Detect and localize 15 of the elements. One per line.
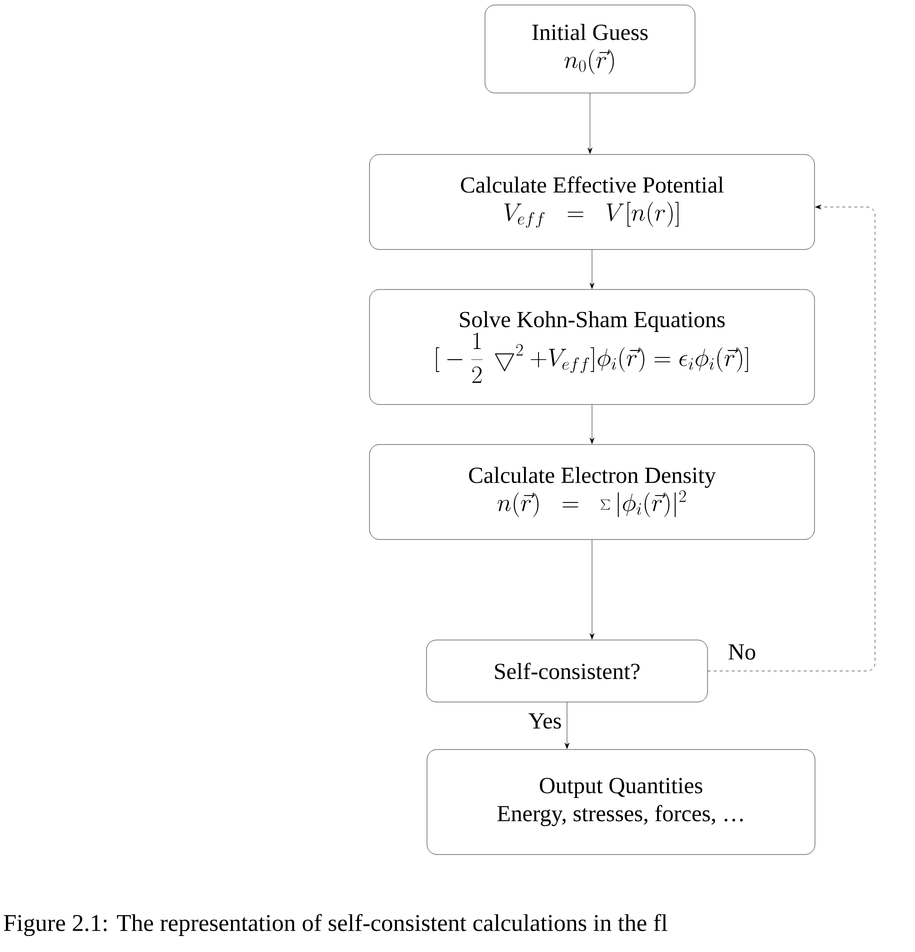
arrow bbox=[564, 702, 570, 749]
process-box: Calculate Effective Potential $V_{eff} \;\; = \;\; V[n(r)]$ bbox=[369, 154, 815, 250]
process-box: Self-consistent? bbox=[426, 640, 708, 702]
caption: Figure 2.1: The representation of self-consistent calculations in the fl bbox=[4, 914, 668, 936]
arrow bbox=[708, 204, 876, 672]
process-box: Calculate Electron Density $n(\vec{r}) \;\; = \;\; \sum|\phi_i(\vec{r})|^2$ bbox=[369, 444, 815, 540]
edge-label: Yes bbox=[527, 712, 563, 730]
arrow bbox=[588, 93, 592, 154]
process-box: Output Quantities Energy, stresses, forces, … bbox=[426, 749, 816, 855]
arrow bbox=[590, 540, 594, 640]
arrow bbox=[590, 250, 594, 289]
edge-label: No bbox=[726, 643, 758, 661]
arrow bbox=[590, 404, 594, 444]
process-box: Solve Kohn-Sham Equations $\Big[-\frac{1}{2}\,\bigtriangledown^2 + V_{eff}\Big]\phi_i(\vec{r}) = \epsilon_i\phi_i(\vec{r})\Big]$ bbox=[369, 289, 815, 405]
process-box: Initial Guess $n_0(\vec{r})$ bbox=[484, 4, 696, 94]
